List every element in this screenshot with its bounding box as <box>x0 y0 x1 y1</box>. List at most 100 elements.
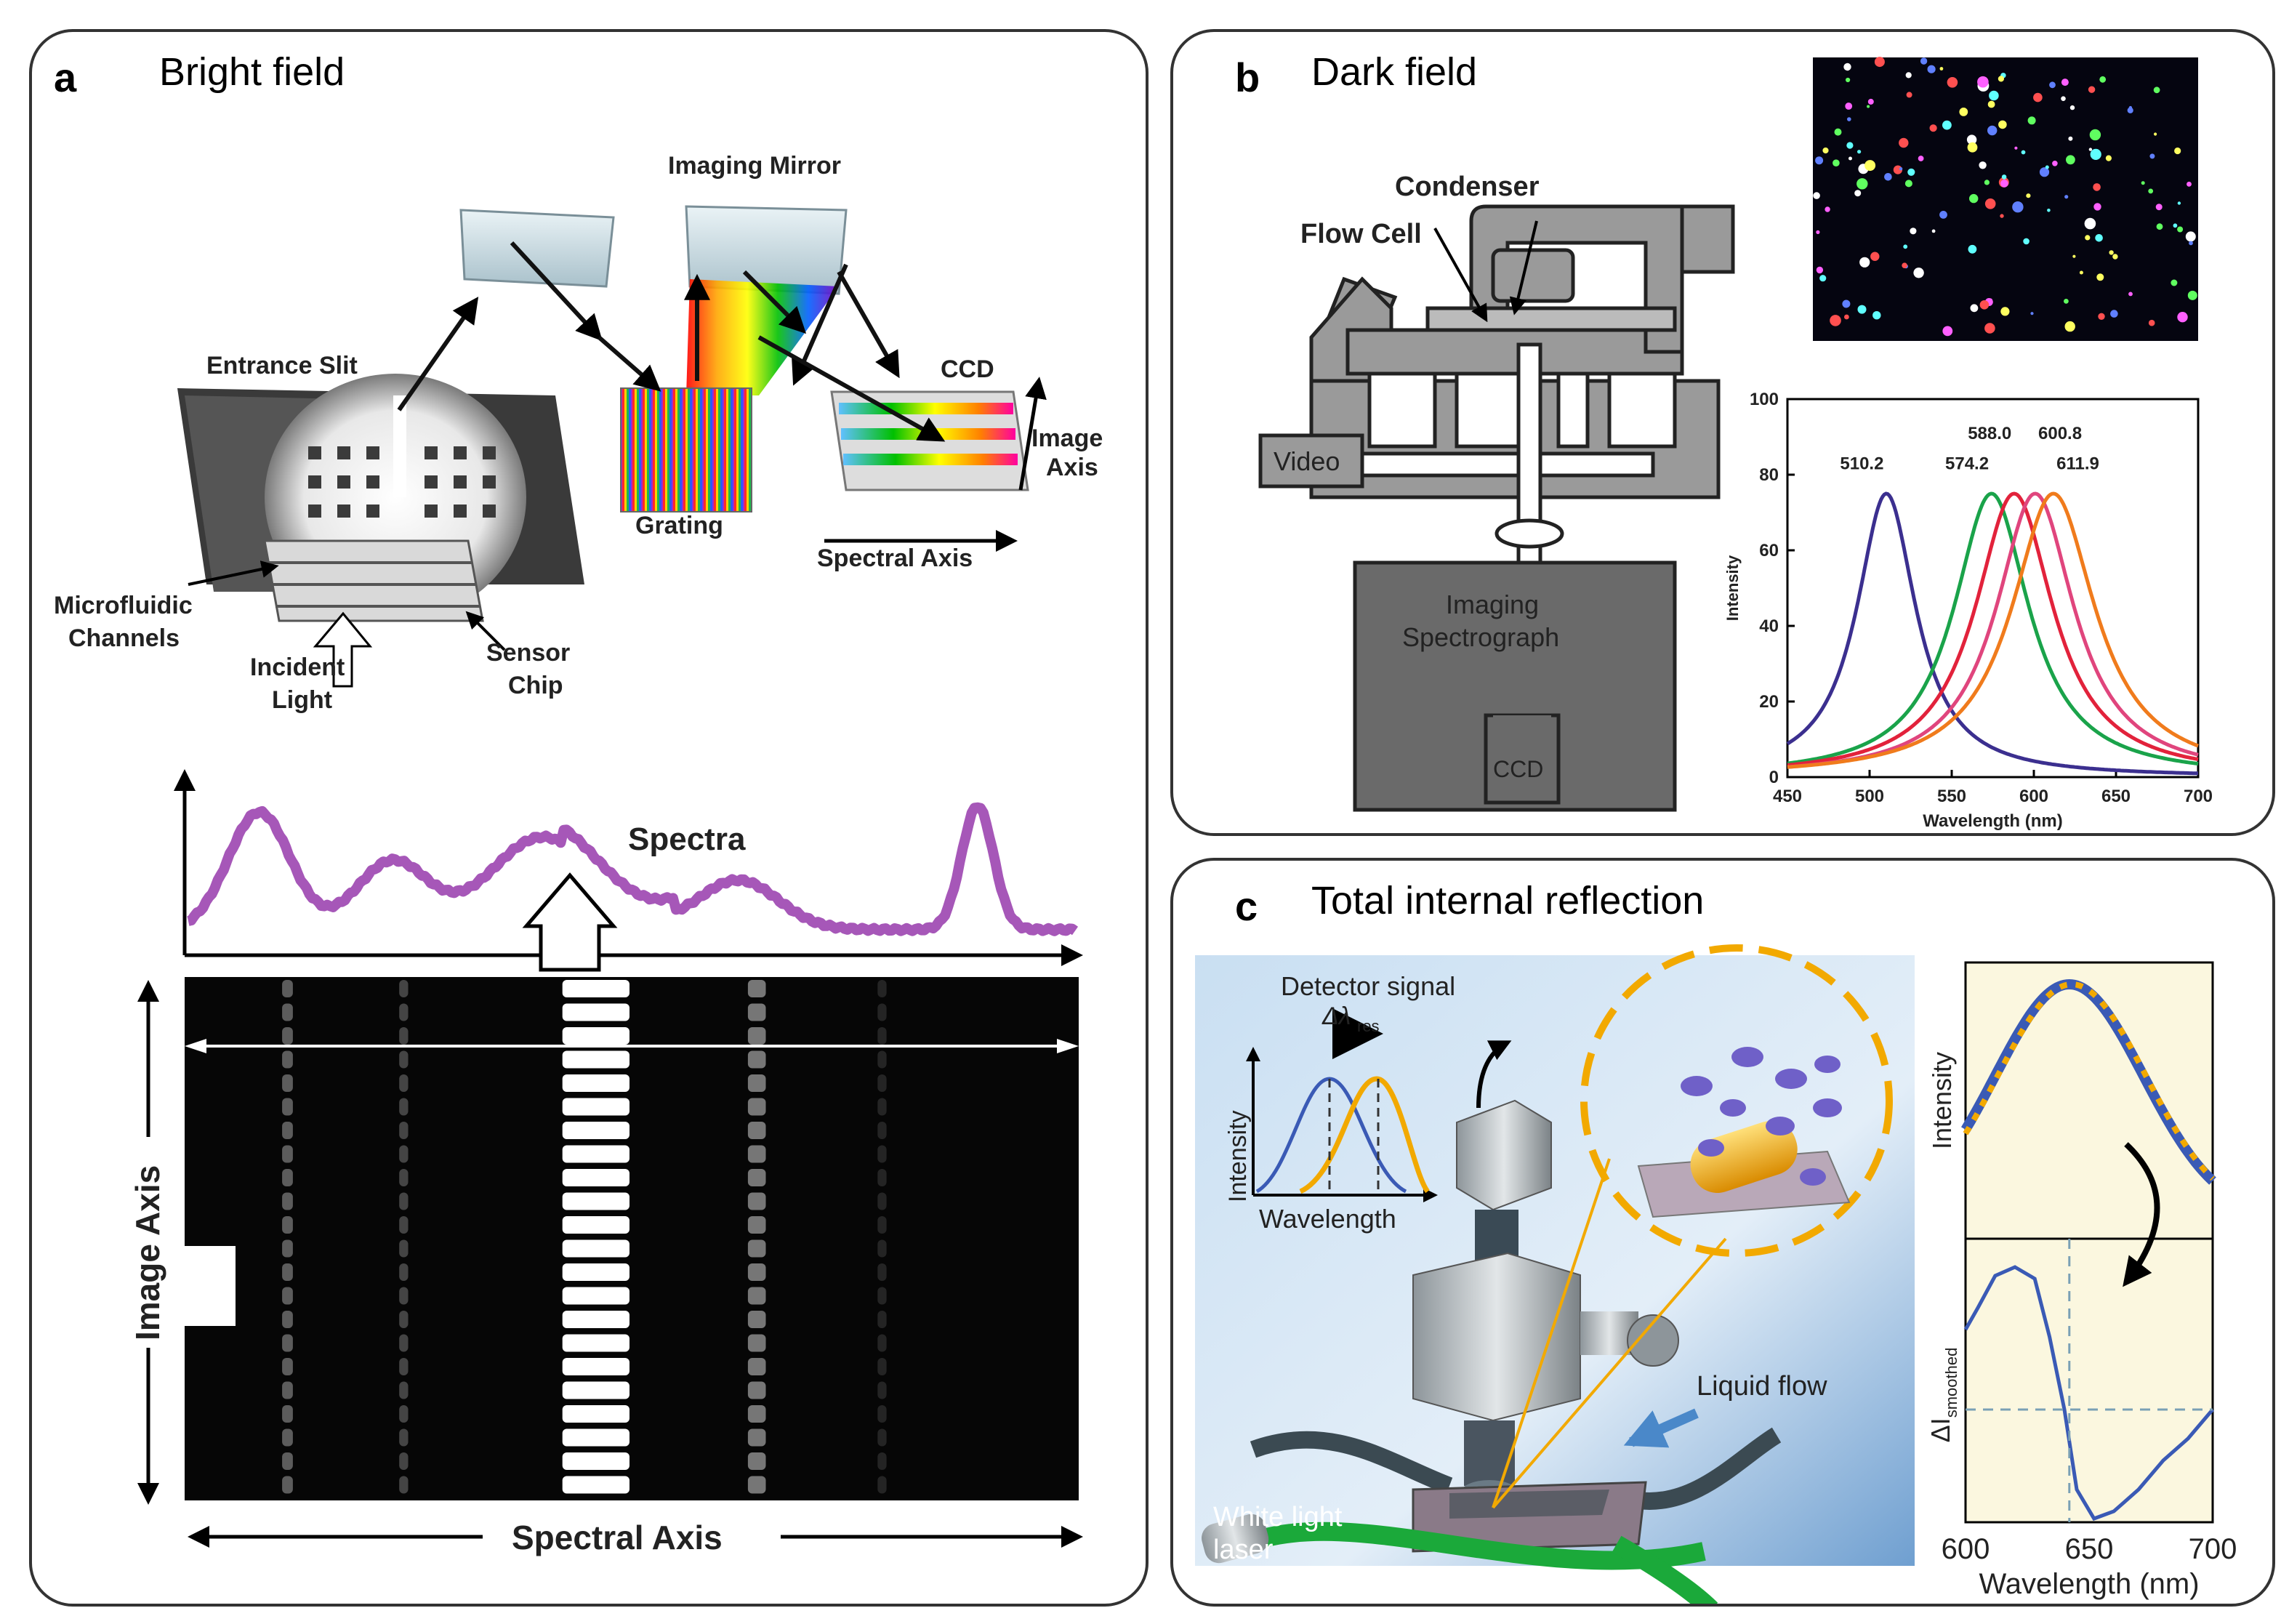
nanoparticle-spot <box>1902 262 1907 269</box>
detector-spot <box>399 1334 409 1352</box>
x-tick-label: 500 <box>1855 787 1884 806</box>
nanoparticle-spot <box>1842 300 1851 308</box>
microscope-schematic <box>1258 204 1735 812</box>
detector-spot <box>747 1311 766 1328</box>
detector-spot <box>399 1311 409 1328</box>
nanoparticle-spot <box>2066 155 2075 165</box>
detector-spot <box>399 980 409 997</box>
label-spectrograph-1: Imaging <box>1446 590 1539 619</box>
detector-spot <box>399 1192 409 1210</box>
detector-spot <box>877 1405 887 1423</box>
spectra-projection-arrow <box>522 872 618 972</box>
nanoparticle-spot <box>2141 181 2145 185</box>
intensity-curve-orange <box>1963 981 2215 1181</box>
detector-spot <box>399 1003 409 1021</box>
detector-spot <box>282 1216 293 1234</box>
nanoparticle-spot <box>1984 180 1990 185</box>
label-incident-2: Light <box>272 686 332 714</box>
detector-spot <box>747 1216 766 1234</box>
detector-signal-inset: Detector signal Δλ res Intensity Wavelen… <box>1224 971 1455 1234</box>
video-camera <box>1258 433 1364 489</box>
nanoparticle-spot <box>1856 178 1868 190</box>
x-tick-label: 600 <box>1942 1533 1990 1565</box>
detector-spot <box>282 1192 293 1210</box>
detector-spot <box>877 1098 887 1116</box>
nanoparticle-spot <box>2093 203 2101 211</box>
detector-spot <box>877 1003 887 1021</box>
detector-spot <box>747 1050 766 1069</box>
detector-spot <box>562 1216 629 1234</box>
detector-spot <box>399 1287 409 1305</box>
panel-c-letter: c <box>1235 883 1258 929</box>
detector-spot <box>562 1003 629 1021</box>
detector-spot <box>877 1074 887 1092</box>
nanoparticle-spot <box>2049 81 2056 89</box>
nanoparticle-spot <box>2069 105 2075 110</box>
nanoparticle-spot <box>2064 195 2069 199</box>
nanoparticle-spot <box>1819 275 1827 282</box>
nanoparticle-spot <box>2096 273 2104 281</box>
detector-spot <box>562 1452 629 1470</box>
image-axis-arrow-top <box>1018 377 1047 491</box>
detector-spot <box>399 1098 409 1116</box>
detector-spot <box>747 1239 766 1258</box>
nanoparticle-spot <box>2177 201 2181 205</box>
detector-spot <box>747 1263 766 1281</box>
detector-spot <box>562 1122 629 1139</box>
nanoparticle-spot <box>1977 76 1989 88</box>
label-grating: Grating <box>635 512 723 539</box>
detector-spot <box>562 1074 629 1092</box>
nanoparticle-spot <box>1987 100 1995 108</box>
detector-spot <box>282 980 293 997</box>
intensity-axis-label: Intensity <box>1927 1052 1957 1149</box>
nanoparticle-spot <box>2112 254 2118 260</box>
peak-label: 600.8 <box>2038 424 2082 443</box>
detector-spot <box>562 1287 629 1305</box>
detector-spot <box>877 1311 887 1328</box>
detector-spot <box>282 1027 293 1045</box>
nanoparticle-spot <box>2045 165 2049 169</box>
detector-spot <box>877 1452 887 1470</box>
detector-spot <box>877 1263 887 1281</box>
detector-spot <box>747 1405 766 1423</box>
detector-spot <box>282 1003 293 1021</box>
panel-c-title: Total internal reflection <box>1311 879 1705 922</box>
label-video: Video <box>1274 446 1340 476</box>
detector-spot <box>877 1169 887 1186</box>
nanoparticle-spot <box>2000 214 2004 218</box>
detector-spot <box>562 1311 629 1328</box>
label-wavelength-inset: Wavelength <box>1259 1204 1396 1234</box>
nanoparticle-spot <box>1899 167 1903 171</box>
nanoparticle-spot <box>2095 234 2103 242</box>
collimating-mirror <box>459 209 615 288</box>
x-tick-label: 650 <box>2065 1533 2114 1565</box>
grating <box>620 387 752 512</box>
detector-spot <box>399 1122 409 1139</box>
nanoparticle-spot <box>1942 326 1953 337</box>
detector-spot <box>282 1311 293 1328</box>
nanoparticle-spot <box>2128 292 2133 297</box>
nanoparticle-spot <box>1931 229 1936 233</box>
y-tick-label: 60 <box>1759 541 1779 560</box>
detector-spot <box>877 1145 887 1163</box>
label-liquid-flow: Liquid flow <box>1697 1371 1827 1402</box>
nanoparticle-spot <box>1859 257 1870 268</box>
nanoparticle-spot <box>1966 134 1977 145</box>
label-delta-lambda: Δλ <box>1321 1002 1351 1030</box>
nanoparticle-spot <box>2171 279 2178 286</box>
nanoparticle-spot <box>1984 198 1996 209</box>
nanoparticle-spot <box>2000 307 2010 316</box>
detector-image <box>185 872 1079 1500</box>
beam-path <box>397 241 946 442</box>
spectra-plot: Spectra <box>174 769 1083 966</box>
detector-spot <box>282 1074 293 1092</box>
nanoparticle-spot <box>2177 226 2184 233</box>
detector-spot <box>282 1476 293 1494</box>
detector-spot <box>282 1452 293 1470</box>
detector-spot <box>747 1122 766 1139</box>
label-flow-cell: Flow Cell <box>1300 219 1422 249</box>
nanoparticle-spot <box>2033 92 2043 102</box>
label-intensity-inset: Intensity <box>1224 1110 1252 1202</box>
y-axis-label: Intensity <box>1723 555 1742 621</box>
y-tick-label: 0 <box>1769 768 1779 787</box>
